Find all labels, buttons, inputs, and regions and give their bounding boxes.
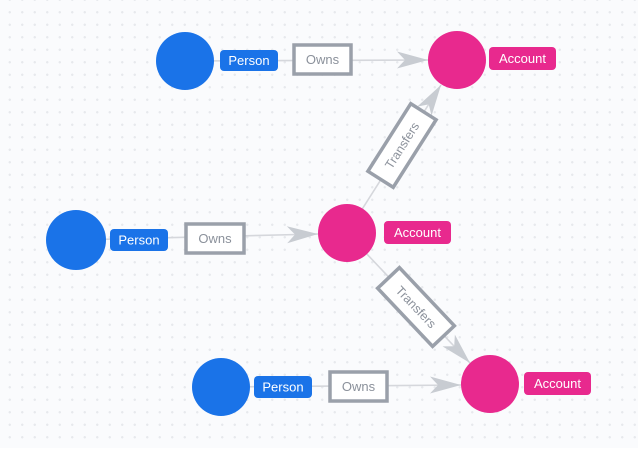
arrowhead-transfers-up <box>417 85 441 116</box>
node-person-bottom[interactable] <box>192 358 250 416</box>
arrowhead-transfers-down <box>442 334 470 363</box>
node-label-text: Account <box>394 225 441 240</box>
node-label-text: Person <box>262 380 303 395</box>
node-account-middle[interactable] <box>318 204 376 262</box>
node-label-person-bottom[interactable]: Person <box>254 376 312 398</box>
edge-label-owns-bottom[interactable]: Owns <box>328 370 389 403</box>
edge-label-text: Owns <box>306 52 340 67</box>
node-label-text: Account <box>534 376 581 391</box>
edge-label-box <box>328 370 389 403</box>
node-label-account-bottom[interactable]: Account <box>524 372 591 395</box>
node-account-top[interactable] <box>428 31 486 89</box>
edge-label-box <box>184 222 246 255</box>
node-label-text: Account <box>499 51 546 66</box>
edge-label-transfers-down[interactable]: Transfers <box>375 265 457 349</box>
edge-label-owns-top[interactable]: Owns <box>292 43 353 76</box>
node-account-bottom[interactable] <box>461 355 519 413</box>
edge-label-text: Owns <box>198 231 232 246</box>
node-label-text: Person <box>228 53 269 68</box>
edge-label-box <box>292 43 353 76</box>
edge-label-owns-middle[interactable]: Owns <box>184 222 246 255</box>
edge-label-text: Owns <box>342 379 376 394</box>
arrowhead-owns-bottom <box>430 376 461 394</box>
node-label-text: Person <box>118 233 159 248</box>
edge-label-box <box>375 265 457 349</box>
arrowhead-owns-top <box>397 51 428 69</box>
edge-label-transfers-up[interactable]: Transfers <box>365 101 439 190</box>
node-person-middle[interactable] <box>46 210 106 270</box>
node-label-person-middle[interactable]: Person <box>110 229 168 251</box>
node-label-account-middle[interactable]: Account <box>384 221 451 244</box>
node-label-account-top[interactable]: Account <box>489 47 556 70</box>
node-label-person-top[interactable]: Person <box>220 50 278 71</box>
arrowhead-owns-middle <box>286 226 318 244</box>
edge-label-box <box>365 101 439 190</box>
node-person-top[interactable] <box>156 32 214 90</box>
